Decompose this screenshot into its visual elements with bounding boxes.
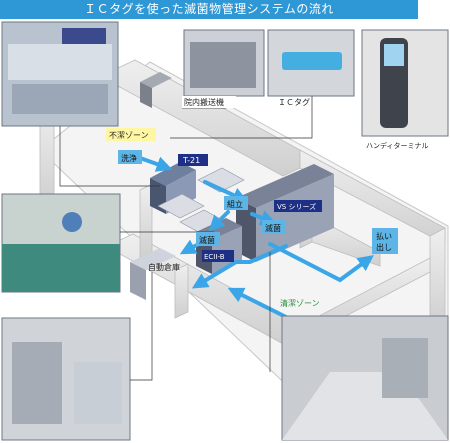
- conveyor-label-text: 院内搬送機: [184, 97, 224, 107]
- assemble-text: 組立: [227, 199, 243, 209]
- automatic-warehouse: [130, 248, 176, 300]
- arrow-to-warehouse: [191, 244, 288, 289]
- sterilize-right-text: 滅菌: [265, 223, 281, 233]
- step-sterilize-left: 滅菌: [196, 232, 220, 246]
- t21-text: T-21: [182, 156, 200, 165]
- sterilize-left-text: 滅菌: [199, 235, 215, 245]
- terminal-label-text: ハンディターミナル: [366, 141, 429, 150]
- arrow-to-dispatch: [268, 242, 374, 283]
- conveyor-shaft: [140, 72, 172, 108]
- photo-clean-corridor: [281, 315, 449, 441]
- dirty-zone-text: 不潔ゾーン: [109, 131, 149, 140]
- photo-label-ic-tag: ＩＣタグ: [278, 97, 310, 107]
- photo-warehouse-carts: [1, 317, 131, 441]
- step-vs-series: VS シリーズ: [274, 200, 322, 212]
- photo-sterile-supply-room: [1, 21, 119, 127]
- wash-text: 洗浄: [121, 153, 137, 163]
- photo-assembly-room: [1, 193, 121, 293]
- dispatch-text-1: 払い: [376, 231, 392, 241]
- arrow-assembly-down: [208, 210, 230, 232]
- clean-zone-text: 清潔ゾーン: [280, 298, 320, 308]
- step-assemble: 組立: [224, 196, 248, 210]
- step-wash: 洗浄: [118, 150, 142, 164]
- step-t21: T-21: [178, 154, 208, 166]
- zone-label-clean: 清潔ゾーン: [280, 298, 320, 308]
- photo-handy-terminal: [361, 29, 449, 137]
- photo-label-conveyor: 院内搬送機: [182, 96, 236, 108]
- warehouse-label-text: 自動倉庫: [148, 262, 180, 272]
- dispatch-text-2: 出し: [376, 242, 392, 252]
- step-sterilize-right: 滅菌: [262, 220, 286, 234]
- photo-label-warehouse: 自動倉庫: [148, 262, 180, 272]
- arrow-wash-to-t21: [138, 156, 173, 172]
- zone-label-dirty: 不潔ゾーン: [106, 128, 156, 141]
- ecii-text: ECII-B: [204, 253, 225, 261]
- photo-ic-tag: [267, 29, 355, 97]
- photo-conveyor: [183, 29, 265, 97]
- step-dispatch: 払い 出し: [372, 228, 398, 254]
- vs-series-text: VS シリーズ: [277, 202, 316, 211]
- ic-tag-label-text: ＩＣタグ: [278, 97, 310, 107]
- step-ecii-b: ECII-B: [202, 250, 234, 262]
- diagram-title: ＩＣタグを使った滅菌物管理システムの流れ: [0, 0, 418, 19]
- photo-label-terminal: ハンディターミナル: [366, 141, 429, 150]
